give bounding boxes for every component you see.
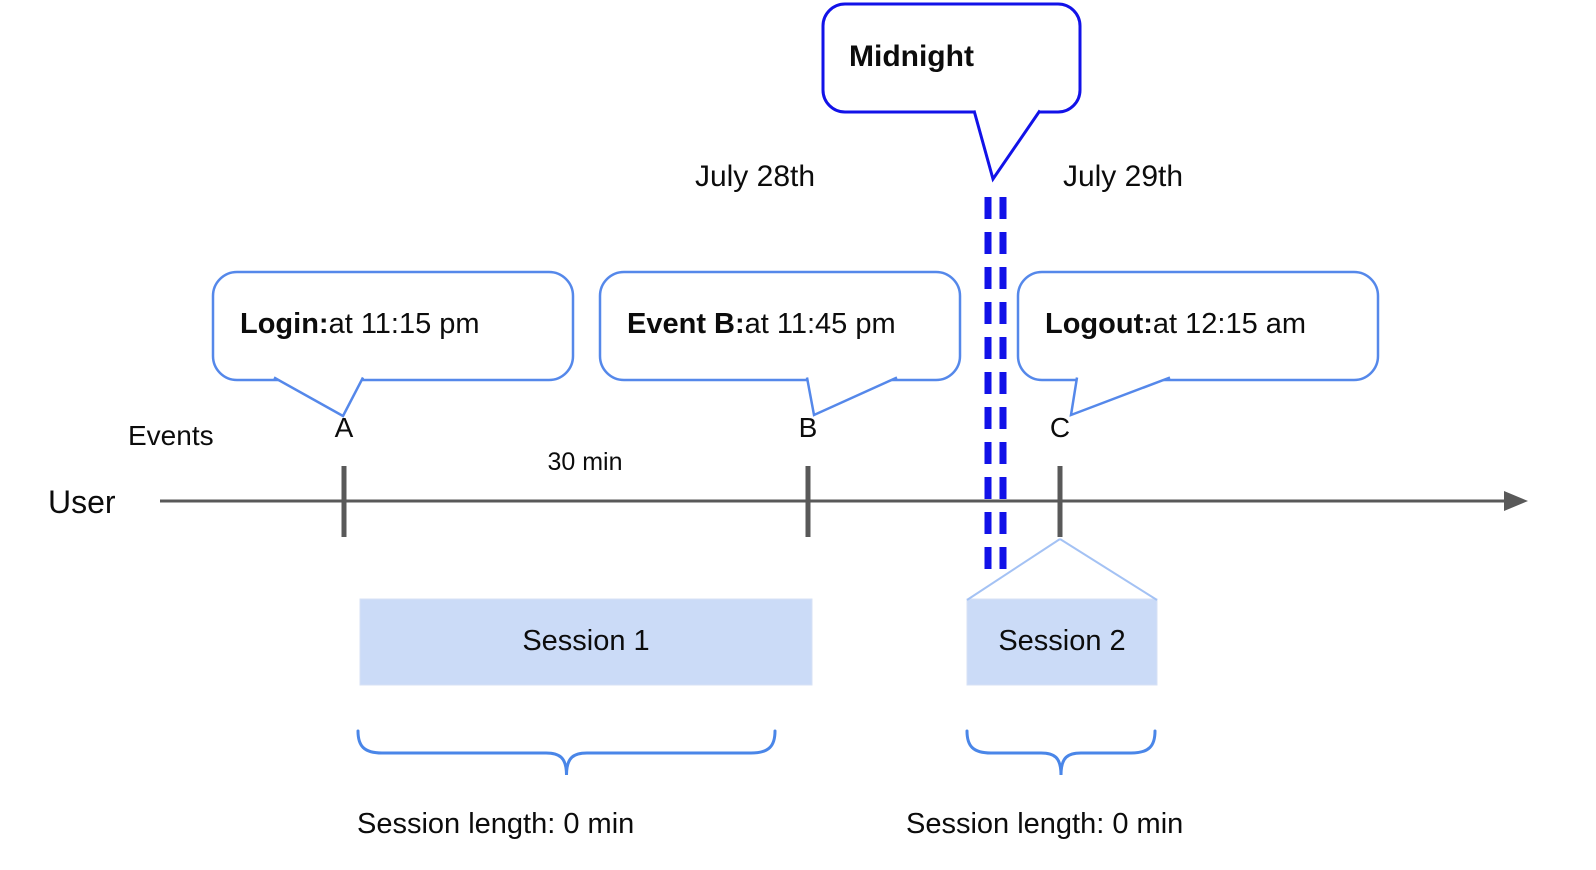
event-b-callout-tail (805, 376, 898, 417)
logout-callout-text: Logout: at 12:15 am (1018, 272, 1378, 378)
session-2-box (966, 598, 1158, 686)
logout-callout-bubble (1016, 270, 1380, 382)
event-b-callout-time: at 11:45 pm (744, 308, 896, 341)
event-label-c: C (1049, 412, 1071, 443)
date-july-28: July 28th (694, 160, 816, 193)
event-label-b: B (798, 412, 818, 443)
session-1-length-label: Session length: 0 min (357, 808, 635, 840)
session-2-length-label: Session length: 0 min (906, 808, 1184, 840)
event-b-callout-bubble (598, 270, 962, 382)
user-axis-label: User (48, 484, 116, 520)
session-1-brace (356, 729, 777, 776)
event-label-a: A (334, 412, 354, 443)
login-callout-tail (273, 376, 365, 418)
session-1-label: Session 1 (522, 625, 650, 658)
login-callout-text: Login: at 11:15 pm (213, 272, 573, 378)
session-1-box (359, 598, 813, 686)
timeline-arrowhead (1504, 491, 1528, 511)
event-b-callout-text: Event B: at 11:45 pm (600, 272, 960, 378)
event-b-callout-title: Event B: (627, 308, 745, 341)
session-2-brace (965, 729, 1157, 776)
login-callout-bubble (211, 270, 575, 382)
interval-label: 30 min (547, 448, 623, 476)
session-2-expansion-line-right (1059, 538, 1158, 601)
date-july-29: July 29th (1062, 160, 1184, 193)
login-callout-title: Login: (240, 308, 329, 341)
logout-callout-time: at 12:15 am (1152, 308, 1307, 341)
midnight-label-text: Midnight (849, 39, 974, 73)
midnight-callout-bubble (821, 2, 1082, 114)
events-axis-label: Events (128, 420, 214, 451)
midnight-label: Midnight (823, 4, 1080, 110)
logout-callout-title: Logout: (1045, 308, 1153, 341)
midnight-callout-tail (972, 109, 1042, 183)
session-2-label: Session 2 (998, 625, 1126, 658)
logout-callout-tail (1069, 376, 1171, 417)
login-callout-time: at 11:15 pm (328, 308, 480, 341)
session-2-expansion-line-left (966, 538, 1061, 601)
